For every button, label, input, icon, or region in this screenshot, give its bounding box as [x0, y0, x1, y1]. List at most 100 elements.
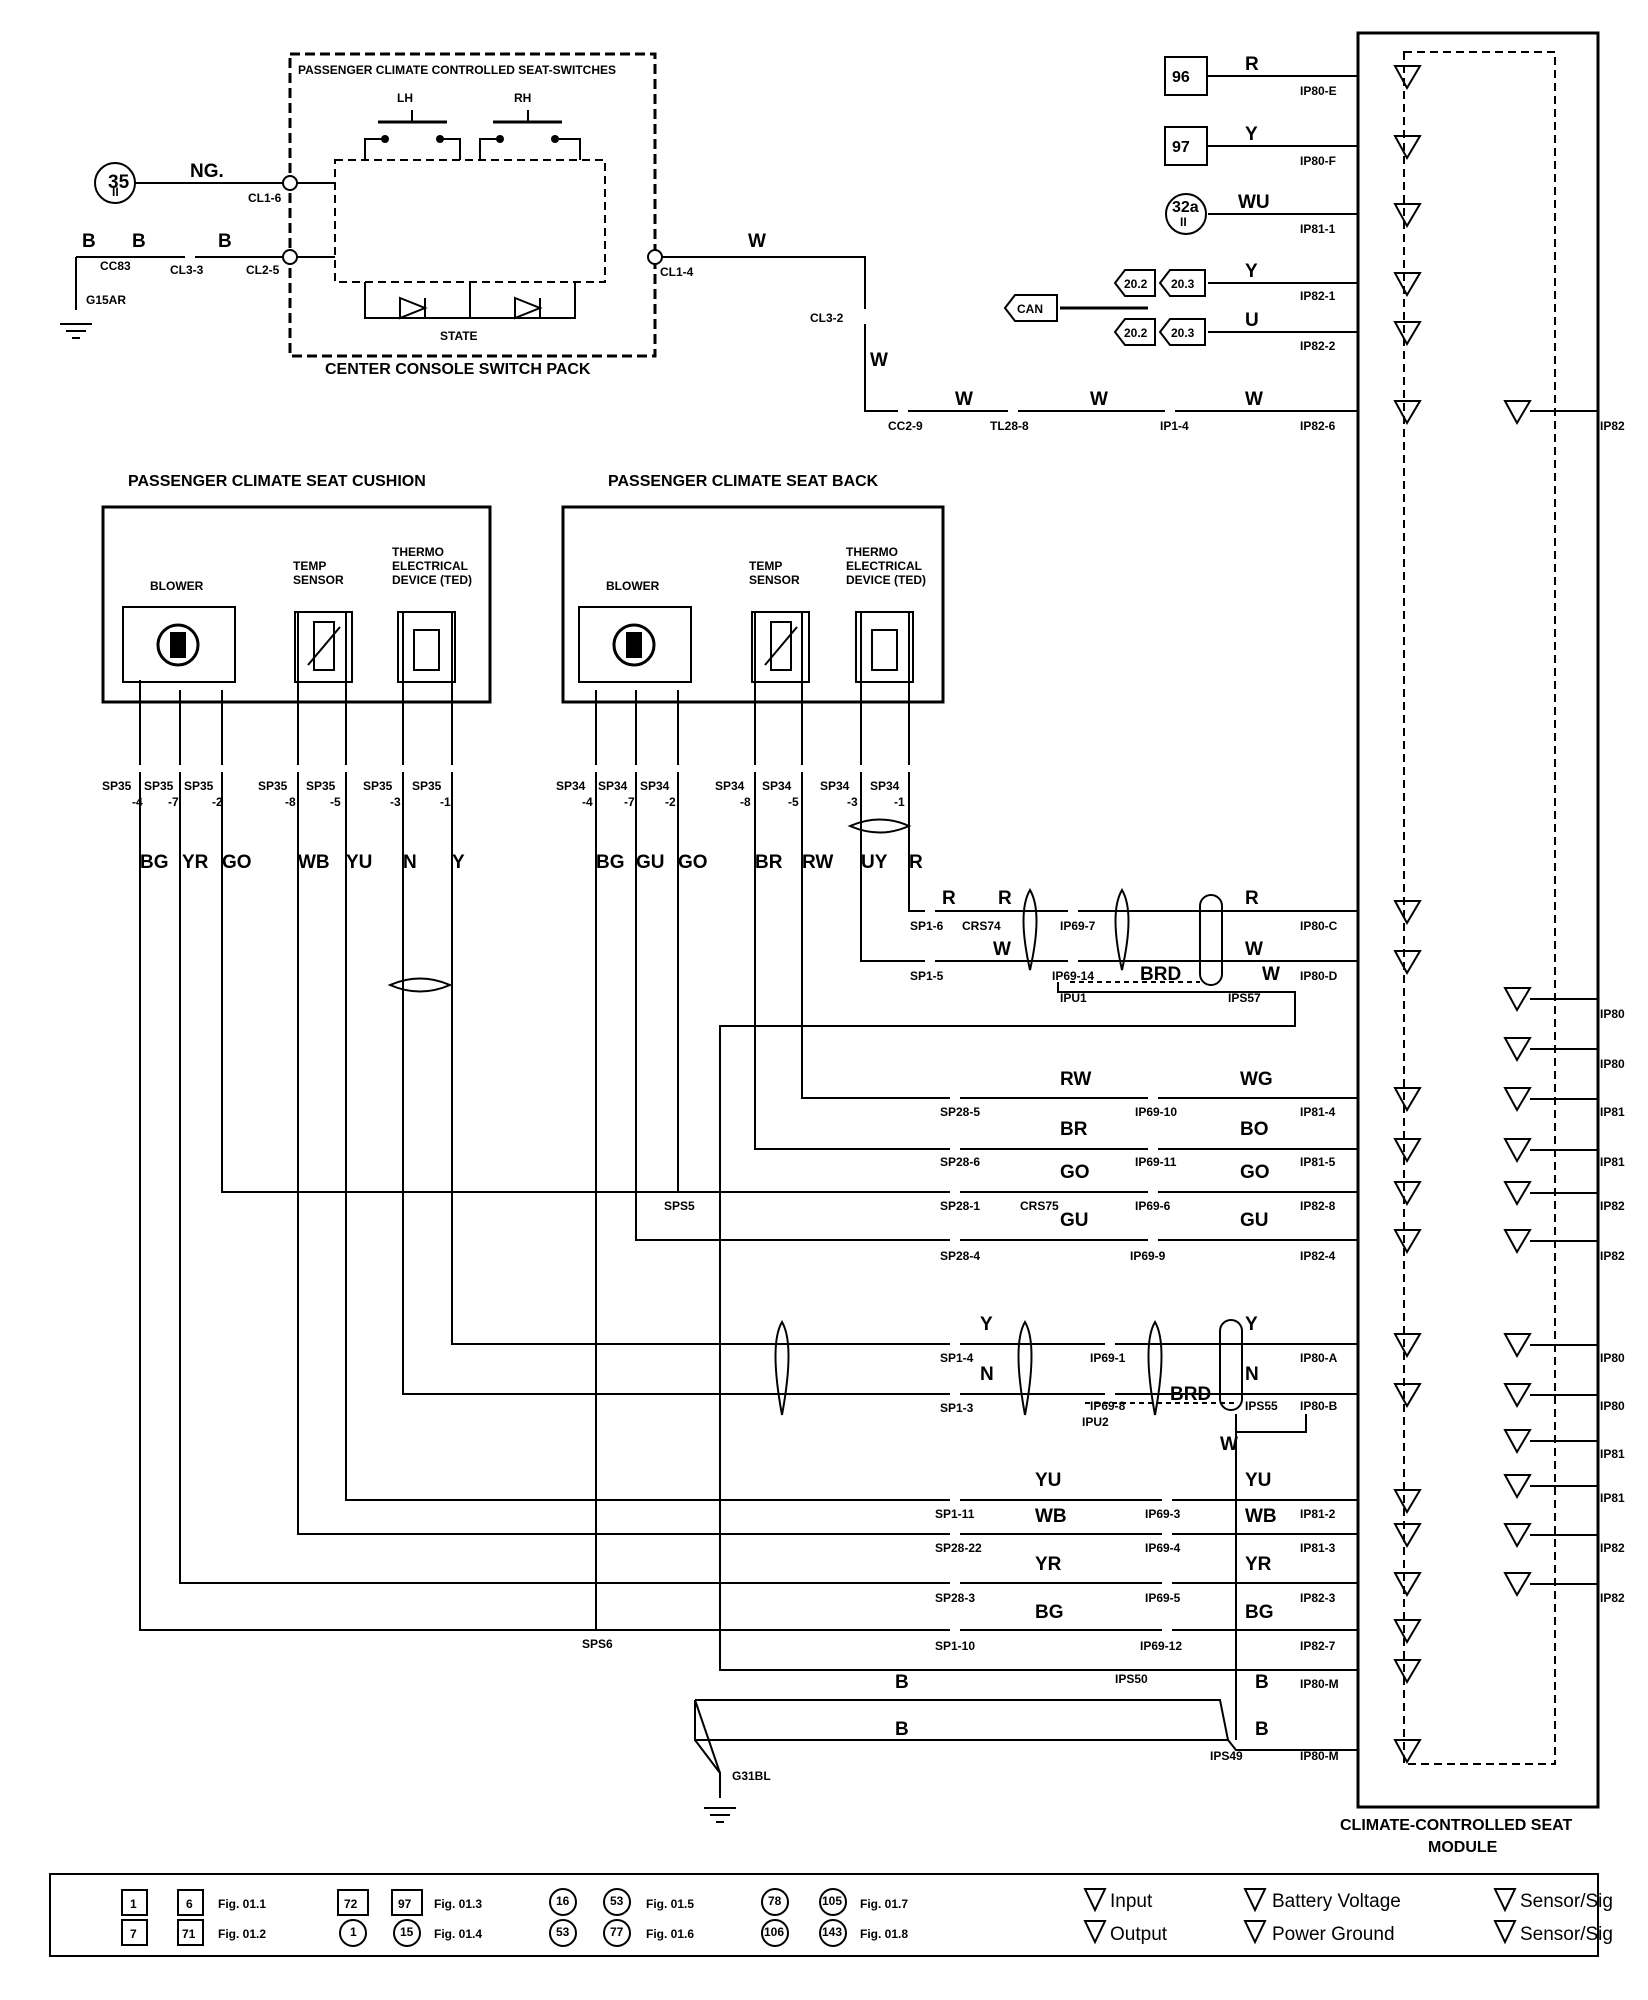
sp35-b-pin: -7 — [168, 795, 179, 809]
conn-ip82-cut-5: IP82 — [1600, 1591, 1625, 1605]
sp35-g-pin: -1 — [440, 795, 451, 809]
wire-r-3: R — [1245, 888, 1259, 909]
conn-ip81-2: IP81-2 — [1300, 1507, 1336, 1521]
cushion-blower-label: BLOWER — [150, 579, 204, 593]
ref-96: 96 — [1172, 69, 1190, 86]
conn-ip69-8: IP69-8 — [1090, 1399, 1126, 1413]
sp34-b: SP34 — [598, 779, 628, 793]
legend-f4a: 1 — [350, 1925, 357, 1939]
legend-f7b: 105 — [822, 1894, 842, 1908]
conn-sp1-3: SP1-3 — [940, 1401, 974, 1415]
sp35-c: SP35 — [184, 779, 214, 793]
sp35-d: SP35 — [258, 779, 288, 793]
wire-w-3: W — [955, 389, 973, 410]
cushion-temp-label: TEMP — [293, 559, 326, 573]
legend-sensor-1: Sensor/Sig — [1520, 1891, 1613, 1912]
legend-f1c: Fig. 01.1 — [218, 1897, 266, 1911]
conn-ip69-7: IP69-7 — [1060, 919, 1096, 933]
wire-bg-1: BG — [1035, 1602, 1064, 1623]
back-ted-label: DEVICE (TED) — [846, 573, 926, 587]
module-title-2: MODULE — [1428, 1839, 1498, 1856]
wire-go-b: GO — [678, 852, 708, 873]
conn-g15ar: G15AR — [86, 293, 126, 307]
conn-ip82-6: IP82-6 — [1300, 419, 1336, 433]
sp35-b: SP35 — [144, 779, 174, 793]
seat-back-box — [561, 505, 945, 704]
module-title-1: CLIMATE-CONTROLLED SEAT — [1340, 1817, 1573, 1834]
ref-35-sub: II — [112, 185, 119, 199]
wire-bg-b: BG — [596, 852, 625, 873]
wire-r-b: R — [909, 852, 923, 873]
wire-wb-c: WB — [298, 852, 330, 873]
conn-ip80-f: IP80-F — [1300, 154, 1336, 168]
conn-ip82-cut-4: IP82 — [1600, 1541, 1625, 1555]
conn-ip81-1: IP81-1 — [1300, 222, 1336, 236]
legend-f1a: 1 — [130, 1897, 137, 1911]
conn-ips55: IPS55 — [1245, 1399, 1278, 1413]
conn-cl1-4: CL1-4 — [660, 265, 694, 279]
conn-ip80-a: IP80-A — [1300, 1351, 1338, 1365]
sp34-e-pin: -5 — [788, 795, 799, 809]
wire-gu-b: GU — [636, 852, 665, 873]
legend-input: Input — [1110, 1891, 1153, 1912]
legend-sensor-2: Sensor/Sig — [1520, 1924, 1613, 1945]
sp34-c-pin: -2 — [665, 795, 676, 809]
wire-w-4: W — [1090, 389, 1108, 410]
legend-f3a: 72 — [344, 1897, 358, 1911]
wire-go-2: GO — [1240, 1162, 1270, 1183]
conn-g31bl: G31BL — [732, 1769, 771, 1783]
wire-layer — [75, 75, 1358, 1798]
sp34-f: SP34 — [820, 779, 850, 793]
module-box — [1356, 31, 1600, 1809]
legend-f5c: Fig. 01.5 — [646, 1897, 694, 1911]
conn-ip81-5: IP81-5 — [1300, 1155, 1336, 1169]
cushion-title: PASSENGER CLIMATE SEAT CUSHION — [128, 473, 426, 490]
twisted-pairs — [387, 818, 1243, 1416]
wire-wg: WG — [1240, 1069, 1273, 1090]
wire-w-5: W — [1245, 389, 1263, 410]
conn-sp28-5: SP28-5 — [940, 1105, 980, 1119]
legend-f7a: 78 — [768, 1894, 782, 1908]
legend-f2b: 71 — [182, 1927, 196, 1941]
sp34-d-pin: -8 — [740, 795, 751, 809]
legend-f8b: 143 — [822, 1925, 842, 1939]
ref-32a: 32a — [1172, 199, 1199, 216]
wire-w-n: W — [1220, 1434, 1238, 1455]
ref-35: 35 — [108, 172, 130, 193]
wire-b-2: B — [132, 231, 146, 252]
legend-f1b: 6 — [186, 1897, 193, 1911]
ref-32a-sub: II — [1180, 215, 1187, 229]
legend-f4b: 15 — [400, 1925, 414, 1939]
legend-battery: Battery Voltage — [1272, 1891, 1401, 1912]
conn-ip80-m-2: IP80-M — [1300, 1749, 1339, 1763]
conn-sp1-10: SP1-10 — [935, 1639, 975, 1653]
wire-w-ted1: W — [993, 939, 1011, 960]
wire-wb-2: WB — [1245, 1506, 1277, 1527]
conn-ip82-8: IP82-8 — [1300, 1199, 1336, 1213]
sp35-c-pin: -2 — [212, 795, 223, 809]
conn-ip82-cut-1: IP82 — [1600, 419, 1625, 433]
conn-sp1-5: SP1-5 — [910, 969, 944, 983]
sp34-c: SP34 — [640, 779, 670, 793]
conn-sp28-3: SP28-3 — [935, 1591, 975, 1605]
wire-w-ted3: W — [1262, 964, 1280, 985]
seat-cushion-box — [101, 505, 492, 704]
switch-pack — [282, 52, 663, 358]
conn-ip80-cut-3: IP80 — [1600, 1351, 1625, 1365]
cushion-electrical-label: ELECTRICAL — [392, 559, 468, 573]
switch-pack-inner-title: PASSENGER CLIMATE CONTROLLED SEAT-SWITCH… — [298, 63, 616, 77]
conn-ips50: IPS50 — [1115, 1672, 1148, 1686]
wire-rw-b: RW — [802, 852, 833, 873]
back-sensor-label: SENSOR — [749, 573, 800, 587]
legend: 1 6 Fig. 01.1 7 71 Fig. 01.2 72 97 Fig. … — [121, 1888, 1613, 1947]
legend-f6a: 53 — [556, 1925, 570, 1939]
conn-ip1-4: IP1-4 — [1160, 419, 1189, 433]
legend-f6c: Fig. 01.6 — [646, 1927, 694, 1941]
wire-brd-1: BRD — [1140, 964, 1181, 985]
lh-label: LH — [397, 91, 413, 105]
wire-r-2: R — [998, 888, 1012, 909]
conn-ips57: IPS57 — [1228, 991, 1261, 1005]
ref-20-3-a: 20.3 — [1171, 277, 1195, 291]
sp34-d: SP34 — [715, 779, 745, 793]
